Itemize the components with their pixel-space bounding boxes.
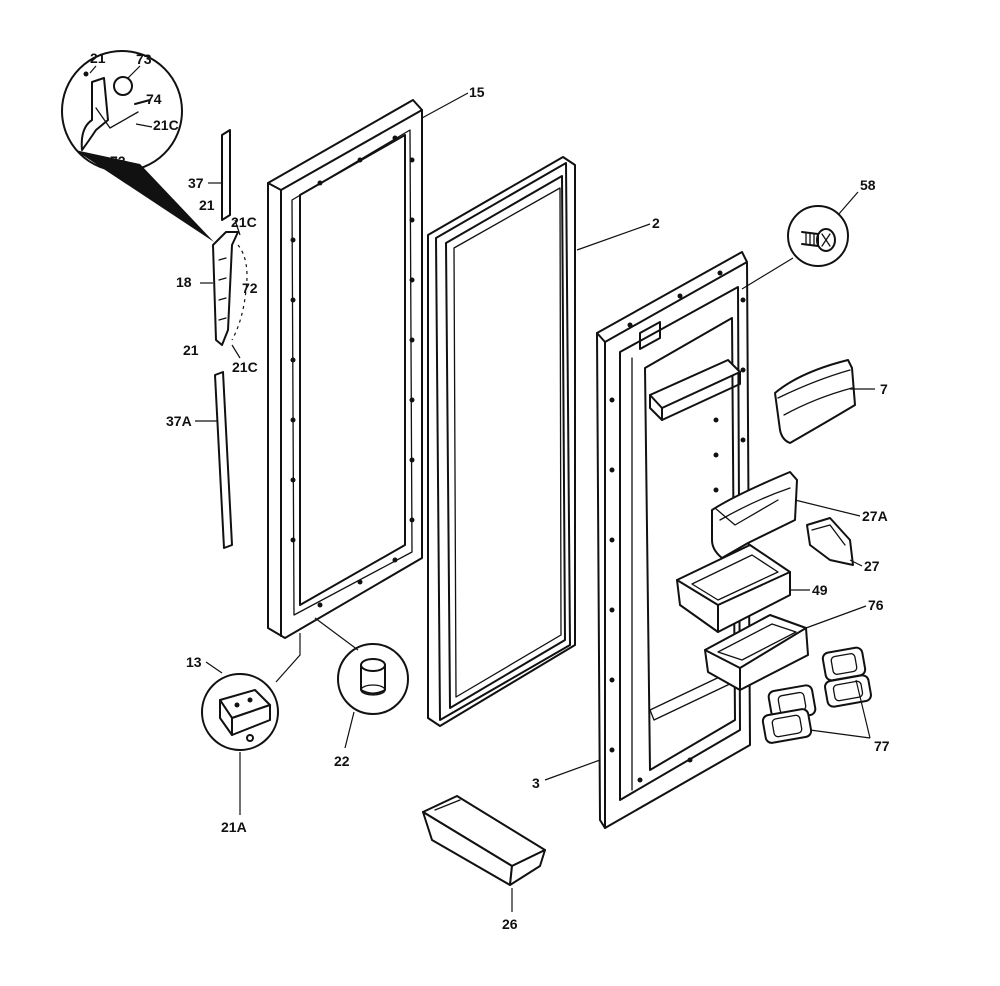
label-15: 15 <box>469 84 485 100</box>
label-27A: 27A <box>862 508 888 524</box>
label-76: 76 <box>868 597 884 613</box>
label-21C-lower: 21C <box>232 359 258 375</box>
bin-26 <box>422 795 546 886</box>
roller-detail-22 <box>337 643 409 715</box>
pad-d <box>761 708 813 744</box>
label-49: 49 <box>812 582 828 598</box>
leader-lines <box>89 65 875 912</box>
label-72-detail: 72 <box>110 153 126 169</box>
label-7: 7 <box>880 381 888 397</box>
label-2: 2 <box>652 215 660 231</box>
label-58: 58 <box>860 177 876 193</box>
bracket-27 <box>806 517 854 566</box>
label-18: 18 <box>176 274 192 290</box>
door-outer-panel-15 <box>267 99 423 639</box>
hinge-detail-13 <box>201 673 279 751</box>
label-13: 13 <box>186 654 202 670</box>
label-21C-detail: 21C <box>153 117 179 133</box>
label-77: 77 <box>874 738 890 754</box>
tray-76 <box>704 614 809 691</box>
label-3: 3 <box>532 775 540 791</box>
label-21A: 21A <box>221 819 247 835</box>
door-gasket-2 <box>427 156 576 727</box>
pad-b <box>824 674 872 708</box>
label-37: 37 <box>188 175 204 191</box>
part-labels: 58 15 2 7 27A 27 49 76 77 3 26 22 13 21A… <box>90 50 890 932</box>
hinge-pin-detail <box>61 50 214 242</box>
hinge-assembly-left <box>212 129 248 549</box>
label-21C-upper: 21C <box>231 214 257 230</box>
label-21-detail: 21 <box>90 50 106 66</box>
frame-holes <box>290 135 415 608</box>
label-72-mid: 72 <box>242 280 258 296</box>
label-74: 74 <box>146 91 162 107</box>
screw-detail-58 <box>787 205 849 267</box>
label-73: 73 <box>136 51 152 67</box>
label-37A: 37A <box>166 413 192 429</box>
dispenser-cover-7 <box>774 359 856 444</box>
label-27: 27 <box>864 558 880 574</box>
door-liner-3 <box>596 251 751 829</box>
pads-77 <box>761 646 872 744</box>
label-22: 22 <box>334 753 350 769</box>
label-26: 26 <box>502 916 518 932</box>
drip-tray-49 <box>676 544 791 633</box>
label-21-lower: 21 <box>183 342 199 358</box>
label-21-upper: 21 <box>199 197 215 213</box>
